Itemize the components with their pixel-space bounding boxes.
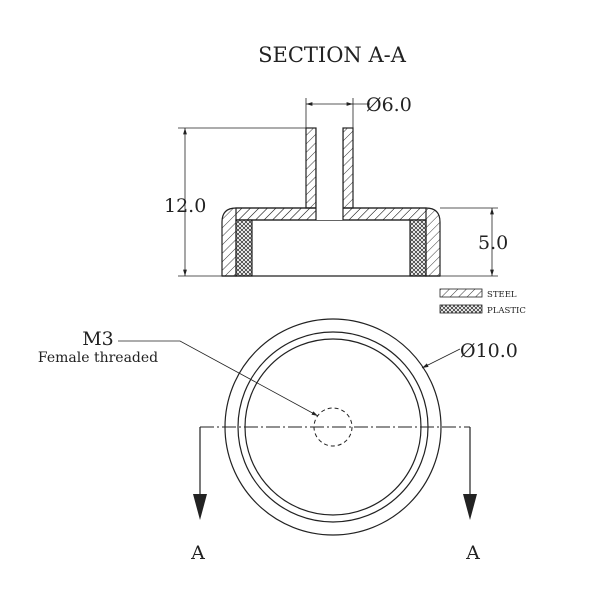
dim-outer-diameter-label: Ø10.0 <box>460 340 518 362</box>
stem-wall-right <box>342 127 354 209</box>
dim-outer-diameter: Ø10.0 <box>421 340 518 369</box>
plan-view <box>200 318 470 536</box>
section-arrow-right <box>463 494 477 520</box>
legend-plastic-label: PLASTIC <box>487 306 526 316</box>
section-mark-right: A <box>465 542 480 564</box>
dim-inner-diameter-label: Ø6.0 <box>366 94 412 116</box>
section-arrow-left <box>193 494 207 520</box>
material-legend: STEEL PLASTIC <box>439 288 526 316</box>
thread-callout: M3 Female threaded <box>38 328 319 417</box>
legend-steel-label: STEEL <box>487 290 517 300</box>
legend-steel-swatch <box>439 288 483 298</box>
section-view <box>221 127 441 277</box>
stem-bore <box>316 128 343 220</box>
thread-size-label: M3 <box>82 328 114 350</box>
dim-inner-diameter: Ø6.0 <box>305 94 412 128</box>
section-title: SECTION A-A <box>258 43 407 67</box>
section-cut-marks: A A <box>190 427 480 564</box>
section-mark-left: A <box>190 542 205 564</box>
dim-total-height-label: 12.0 <box>164 195 206 217</box>
plastic-insert-left <box>235 219 253 277</box>
dim-total-height: 12.0 <box>164 127 306 277</box>
dim-base-height: 5.0 <box>440 207 508 277</box>
stem-wall-left <box>305 127 317 209</box>
legend-plastic-swatch <box>439 304 483 314</box>
thread-description-label: Female threaded <box>38 350 158 366</box>
dim-base-height-label: 5.0 <box>478 232 508 254</box>
plastic-insert-right <box>409 219 427 277</box>
